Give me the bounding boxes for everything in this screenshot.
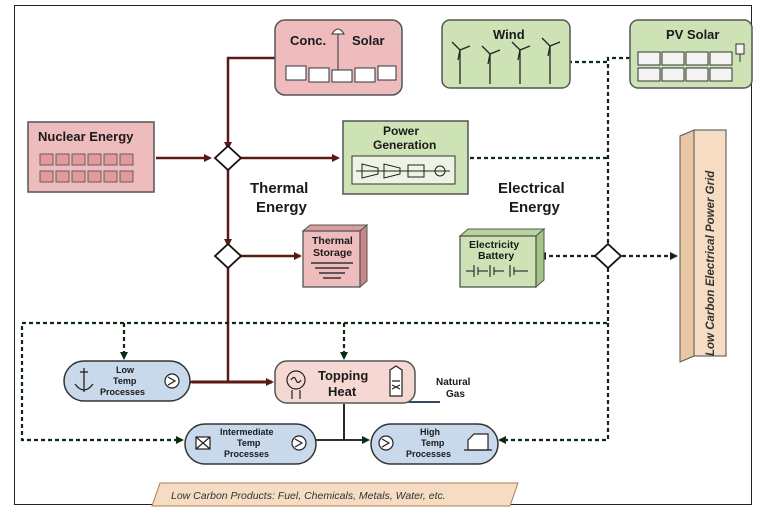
high-temp-label-1: High xyxy=(420,427,440,437)
furnace-icon xyxy=(286,370,306,399)
high-temp-label-3: Processes xyxy=(406,449,451,459)
electrical-energy-label-1: Electrical xyxy=(498,180,565,197)
high-temp-node: High Temp Processes xyxy=(370,423,499,465)
thermal-storage-label-2: Storage xyxy=(313,247,352,259)
storage-junction-diamond xyxy=(213,242,243,270)
heat-exchanger-icon xyxy=(164,373,180,389)
thermal-connections xyxy=(156,56,340,386)
topping-label-2: Heat xyxy=(328,384,357,399)
power-grid-node: Low Carbon Electrical Power Grid xyxy=(679,129,727,363)
pv-solar-label: PV Solar xyxy=(666,27,719,42)
natural-gas-label-2: Gas xyxy=(446,389,465,400)
power-generation-node: Power Generation xyxy=(342,120,469,195)
nuclear-label: Nuclear Energy xyxy=(38,129,134,144)
burner-icon xyxy=(389,365,403,397)
intermediate-temp-node: Intermediate Temp Processes xyxy=(184,423,317,465)
low-temp-label-1: Low xyxy=(116,365,135,375)
wind-node: Wind xyxy=(441,19,571,89)
wind-label: Wind xyxy=(493,27,525,42)
solar-tower-icon xyxy=(285,28,397,83)
inter-temp-label-1: Intermediate xyxy=(220,427,274,437)
storage-layers-icon xyxy=(311,262,353,279)
conc-solar-node: Conc. Solar xyxy=(274,19,403,96)
low-temp-label-3: Processes xyxy=(100,387,145,397)
natural-gas-label-1: Natural xyxy=(436,377,471,388)
pv-panel-icon xyxy=(637,43,745,82)
low-temp-node: Low Temp Processes xyxy=(63,360,191,402)
power-gen-label-2: Generation xyxy=(373,138,436,152)
battery-label-2: Battery xyxy=(478,250,514,262)
inter-temp-label-2: Temp xyxy=(237,438,261,448)
thermal-energy-label-1: Thermal xyxy=(250,180,308,197)
topping-heat-node: Topping Heat xyxy=(274,360,416,404)
turbine-generator-icon xyxy=(356,163,450,179)
anchor-icon xyxy=(74,368,94,392)
grid-label: Low Carbon Electrical Power Grid xyxy=(705,170,717,356)
thermal-storage-node: Thermal Storage xyxy=(301,223,369,289)
high-temp-label-2: Temp xyxy=(421,438,445,448)
inter-temp-label-3: Processes xyxy=(224,449,269,459)
pv-to-junction-line xyxy=(606,56,630,245)
turbine-frame xyxy=(351,155,456,185)
conc-solar-label-right: Solar xyxy=(352,33,385,48)
solar-to-junction-line xyxy=(224,56,275,150)
pv-solar-node: PV Solar xyxy=(629,19,753,89)
heat-exchanger-icon xyxy=(378,435,394,451)
electrical-connections xyxy=(20,56,678,444)
valve-icon xyxy=(195,436,211,450)
electric-junction-diamond xyxy=(593,242,623,270)
products-label: Low Carbon Products: Fuel, Chemicals, Me… xyxy=(171,490,446,502)
reactor-array-icon xyxy=(39,153,134,183)
battery-node: Electricity Battery xyxy=(458,227,546,289)
conc-solar-label-left: Conc. xyxy=(290,33,326,48)
electrical-energy-label-2: Energy xyxy=(509,199,561,216)
to-high-temp-line xyxy=(498,323,610,444)
nuclear-energy-node: Nuclear Energy xyxy=(27,121,155,193)
grid-loop-left-line xyxy=(20,268,610,444)
thermal-storage-label-1: Thermal xyxy=(312,235,353,247)
products-banner: Low Carbon Products: Fuel, Chemicals, Me… xyxy=(151,482,519,507)
low-temp-label-2: Temp xyxy=(113,376,137,386)
battery-label-1: Electricity xyxy=(469,239,519,251)
thermal-junction-diamond xyxy=(213,144,243,172)
battery-cells-icon xyxy=(466,265,528,277)
kiln-icon xyxy=(464,433,492,451)
wind-turbine-icon xyxy=(451,37,561,84)
heat-exchanger-icon xyxy=(291,435,307,451)
junction-diamonds xyxy=(213,144,623,270)
topping-label-1: Topping xyxy=(318,368,368,383)
thermal-energy-label-2: Energy xyxy=(256,199,308,216)
power-gen-label-1: Power xyxy=(383,124,419,138)
